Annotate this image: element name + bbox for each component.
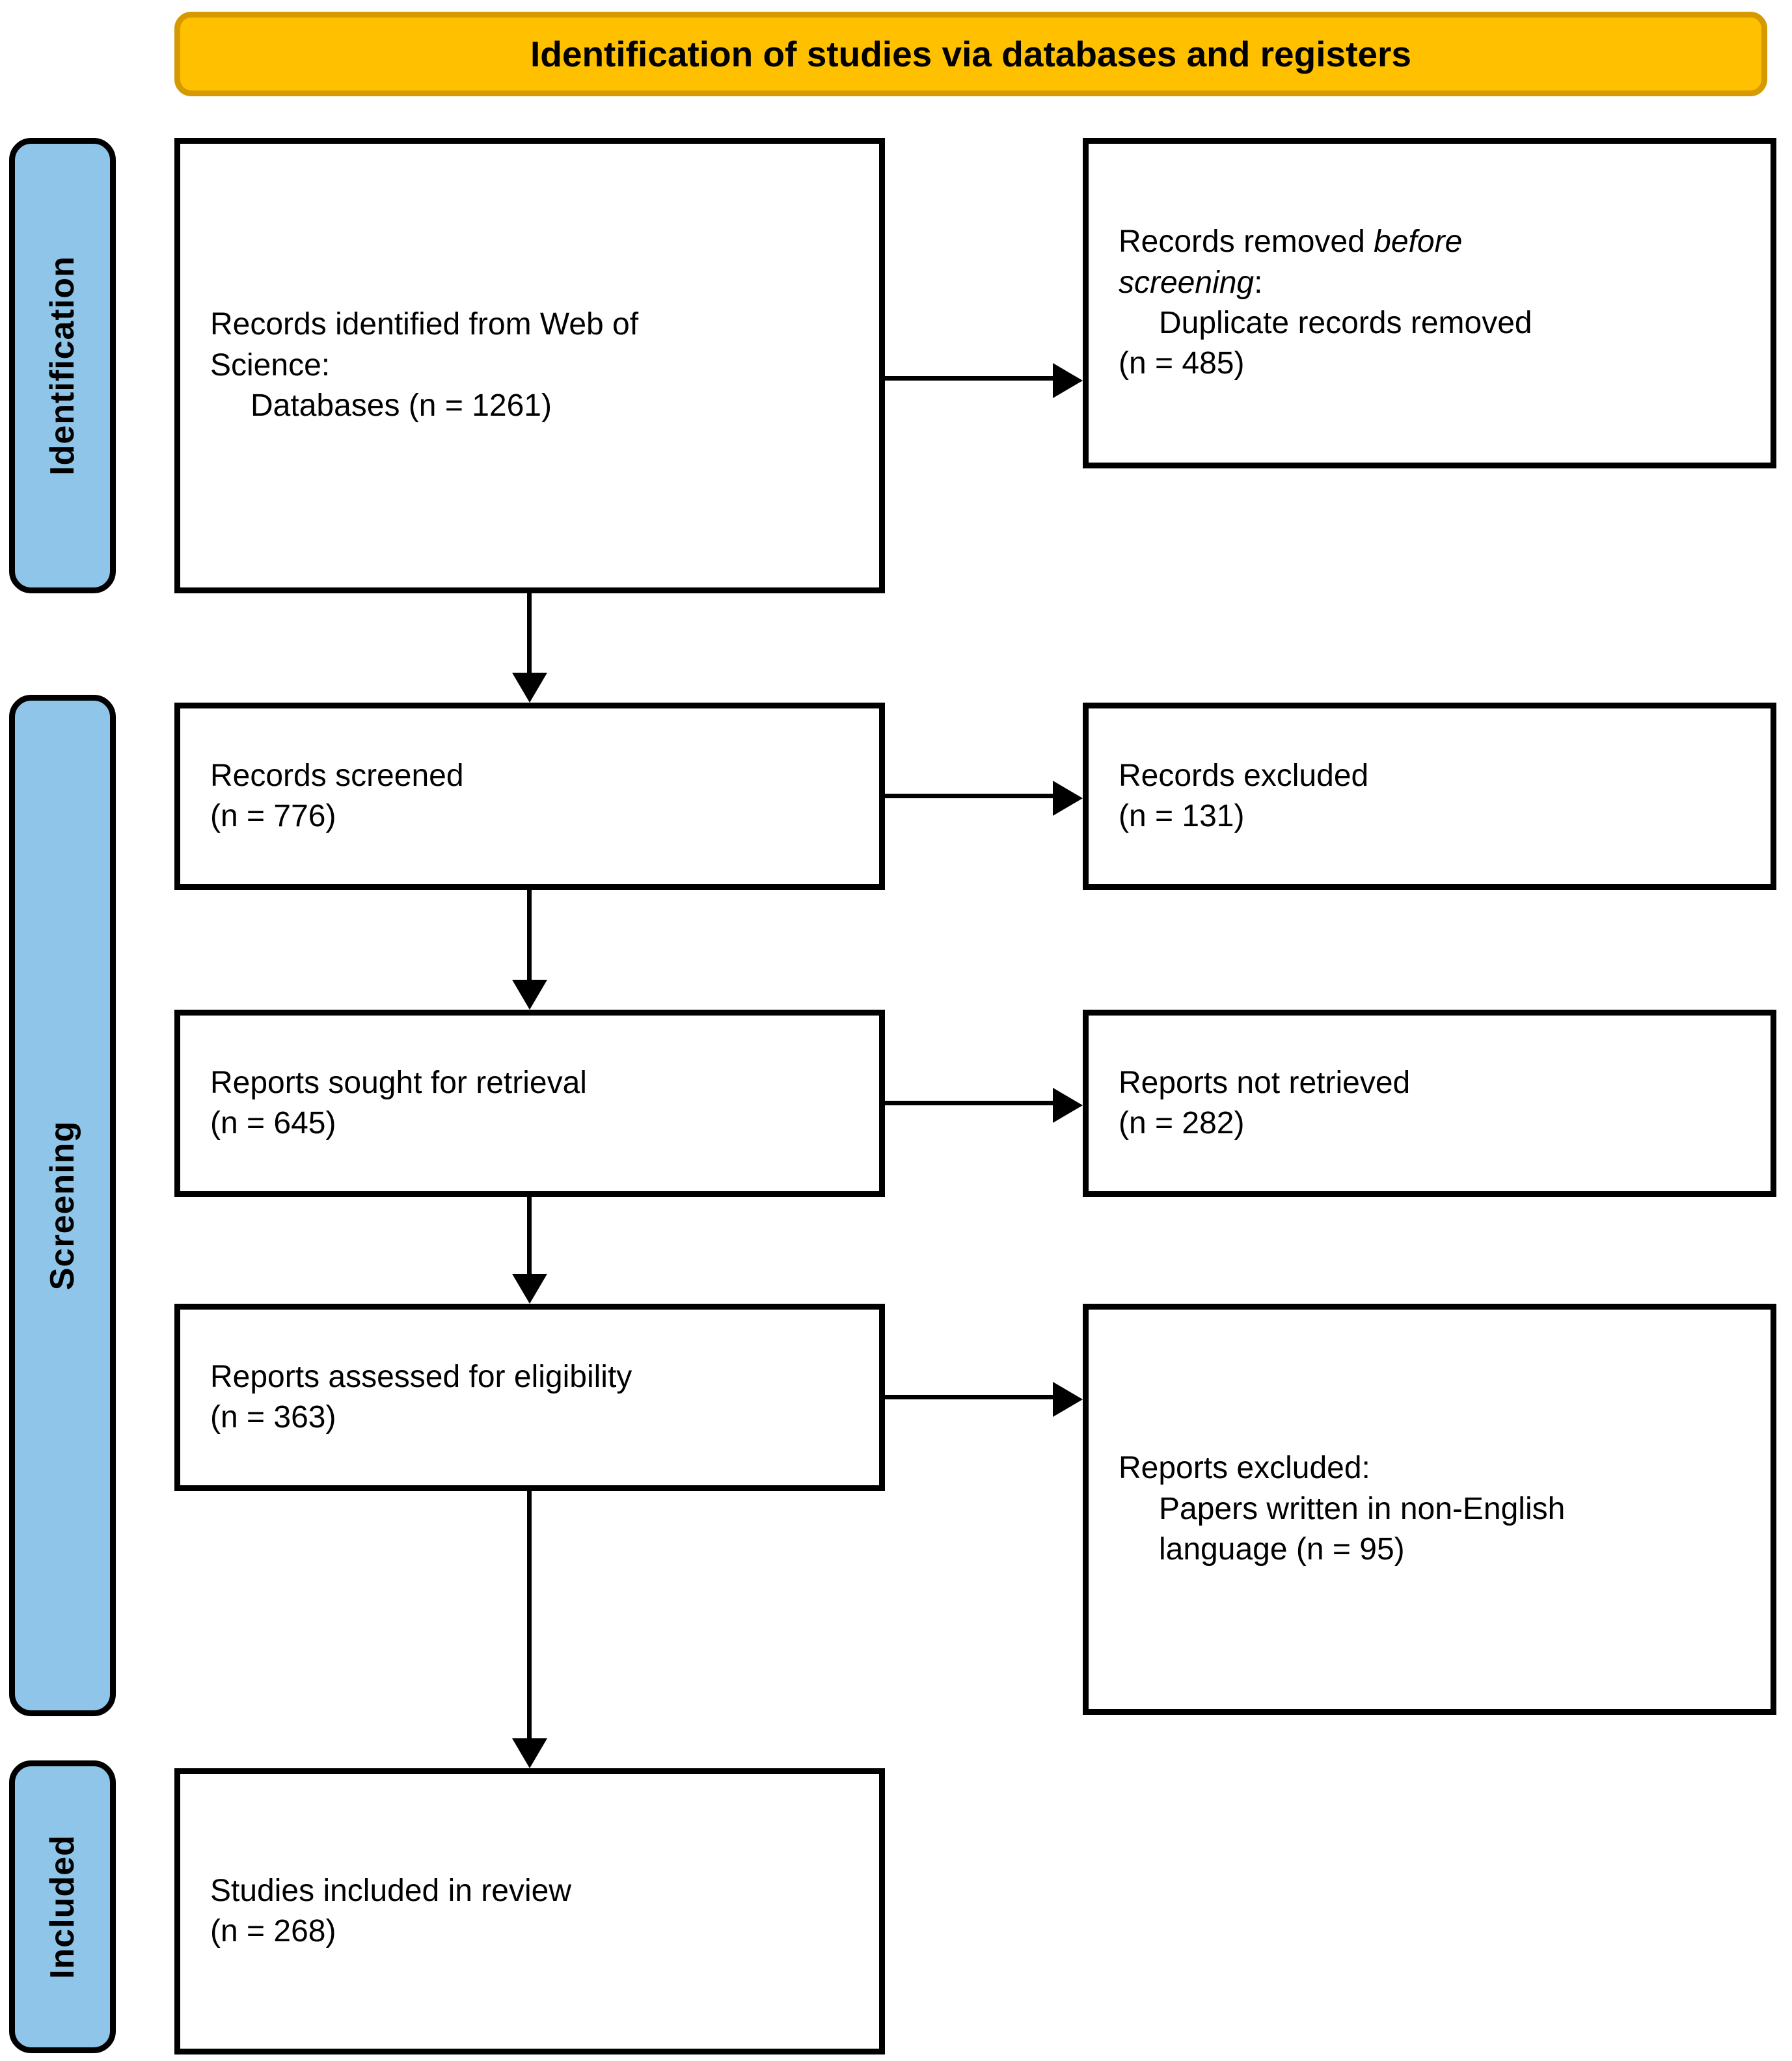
box-records-identified-line3: Databases (n = 1261) [251, 388, 552, 424]
connector-identified-to-removed-arrowhead-icon [1053, 363, 1083, 398]
connector-assessed-to-included-line [527, 1491, 532, 1738]
box-records-screened: Records screened (n = 776) [174, 703, 885, 890]
box-records-excluded: Records excluded (n = 131) [1083, 703, 1776, 890]
box-records-screened-line2: (n = 776) [210, 799, 336, 833]
box-records-removed-line1-italic: before [1374, 224, 1463, 260]
box-reports-not-retrieved-line1: Reports not retrieved [1119, 1065, 1411, 1100]
connector-identified-to-screened-arrowhead-icon [512, 673, 547, 703]
box-records-identified: Records identified from Web of Science: … [174, 138, 885, 593]
box-records-removed-line3: Duplicate records removed [1159, 306, 1532, 340]
connector-sought-to-assessed-arrowhead-icon [512, 1274, 547, 1304]
box-studies-included-in-review: Studies included in review (n = 268) [174, 1768, 885, 2054]
stage-label-included: Included [9, 1760, 116, 2053]
box-reports-sought-line1: Reports sought for retrieval [210, 1065, 587, 1100]
stage-label-screening-text: Screening [44, 1120, 82, 1291]
box-reports-assessed-line2: (n = 363) [210, 1400, 336, 1435]
box-records-removed-line2-italic: screening [1119, 265, 1255, 300]
box-records-identified-line2: Science: [210, 347, 331, 383]
box-reports-excluded-line2: Papers written in non-English [1159, 1491, 1566, 1526]
box-records-excluded-line1: Records excluded [1119, 758, 1369, 793]
connector-assessed-to-included-arrowhead-icon [512, 1738, 547, 1768]
box-reports-excluded-line1: Reports excluded: [1119, 1451, 1370, 1486]
box-reports-sought-for-retrieval: Reports sought for retrieval (n = 645) [174, 1010, 885, 1197]
box-studies-included-line2: (n = 268) [210, 1914, 336, 1948]
connector-sought-to-assessed-line [527, 1197, 532, 1274]
connector-assessed-to-reports-excluded-line [885, 1395, 1053, 1399]
connector-sought-to-not-retrieved-line [885, 1101, 1053, 1105]
stage-label-identification-text: Identification [44, 256, 81, 476]
box-records-removed-line1-pre: Records removed [1119, 224, 1374, 260]
connector-screened-to-sought-line [527, 890, 532, 980]
stage-label-screening: Screening [9, 695, 116, 1716]
connector-screened-to-sought-arrowhead-icon [512, 980, 547, 1010]
connector-sought-to-not-retrieved-arrowhead-icon [1053, 1088, 1083, 1123]
box-records-removed-before-screening: Records removed before screening: Duplic… [1083, 138, 1776, 468]
connector-screened-to-excluded-line [885, 794, 1053, 798]
box-reports-assessed-line1: Reports assessed for eligibility [210, 1359, 632, 1394]
stage-label-identification: Identification [9, 138, 116, 593]
stage-label-included-text: Included [44, 1835, 82, 1979]
box-reports-excluded-line3: language (n = 95) [1159, 1532, 1405, 1567]
connector-identified-to-screened-line [527, 593, 532, 673]
box-records-removed-line4: (n = 485) [1119, 346, 1245, 381]
diagram-title: Identification of studies via databases … [530, 33, 1411, 74]
box-records-removed-line2: screening: [1119, 263, 1741, 303]
box-records-identified-line1: Records identified from Web of [210, 307, 639, 342]
box-studies-included-line1: Studies included in review [210, 1873, 571, 1908]
box-reports-assessed-for-eligibility: Reports assessed for eligibility (n = 36… [174, 1304, 885, 1491]
box-reports-not-retrieved: Reports not retrieved (n = 282) [1083, 1010, 1776, 1197]
connector-screened-to-excluded-arrowhead-icon [1053, 781, 1083, 816]
box-records-removed-line2-post: : [1254, 265, 1263, 300]
box-records-excluded-line2: (n = 131) [1119, 799, 1245, 833]
box-reports-excluded: Reports excluded: Papers written in non-… [1083, 1304, 1776, 1715]
box-reports-sought-line2: (n = 645) [210, 1106, 336, 1140]
connector-identified-to-removed-line [885, 376, 1053, 381]
box-records-screened-line1: Records screened [210, 758, 464, 793]
box-records-removed-line1: Records removed before [1119, 222, 1741, 262]
box-reports-not-retrieved-line2: (n = 282) [1119, 1106, 1245, 1140]
connector-assessed-to-reports-excluded-arrowhead-icon [1053, 1382, 1083, 1417]
diagram-title-banner: Identification of studies via databases … [174, 12, 1767, 96]
